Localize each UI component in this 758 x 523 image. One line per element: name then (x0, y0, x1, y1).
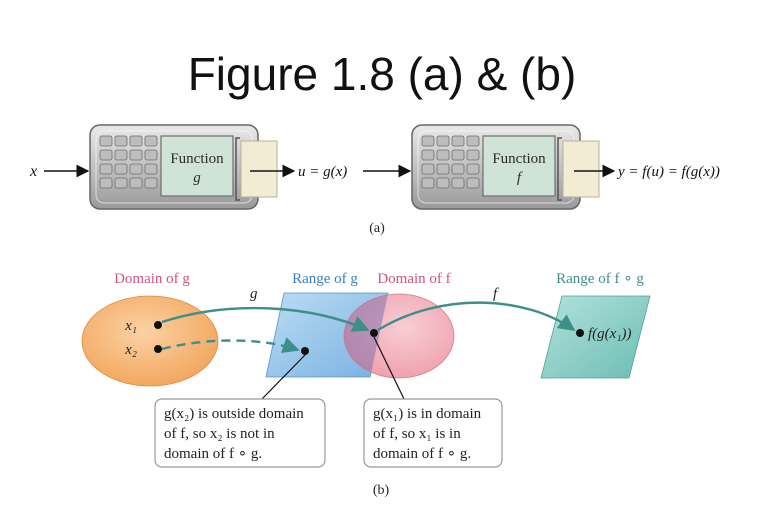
middle-label: u = g(x) (298, 164, 347, 180)
note-left-line2: of f, so x₂ is not in (164, 426, 275, 442)
keypad-f (421, 135, 480, 189)
range-g-label: Range of g (292, 271, 358, 287)
domain-g-region (81, 295, 219, 387)
note-right-line2: of f, so x₁ is in (373, 426, 461, 442)
machine-g-line1: Function (170, 151, 224, 167)
domain-f-label: Domain of f (377, 271, 450, 287)
arrow-f-label: f (493, 286, 499, 302)
g-x1-point (370, 329, 378, 337)
machine-g-line2: g (193, 170, 201, 186)
function-machine-g: Function g (89, 124, 278, 210)
input-x-label: x (29, 163, 37, 180)
caption-b: (b) (373, 483, 390, 498)
keypad-g (99, 135, 158, 189)
x1-point (154, 321, 162, 329)
note-left-box (154, 398, 326, 468)
caption-a: (a) (369, 221, 385, 236)
g-x2-point (301, 347, 309, 355)
output-paper-g (240, 140, 278, 198)
part-b: Domain of g Range of g Domain of f Range… (81, 271, 651, 498)
x1-label: x₁ (124, 318, 137, 334)
arrow-g-x2-dashed (161, 337, 300, 354)
output-paper-f (562, 140, 600, 198)
figure-title: Figure 1.8 (a) & (b) (188, 48, 577, 100)
arrow-f-gx1 (377, 301, 576, 332)
domain-g-label: Domain of g (114, 271, 190, 287)
overlap-region (344, 294, 388, 377)
note-right-line1: g(x₁) is in domain (373, 406, 482, 422)
note-left-line1: g(x₂) is outside domain (164, 406, 304, 422)
machine-f-line2: f (517, 170, 523, 186)
part-a: x Function g u = g(x) (29, 124, 720, 236)
range-fg-label: Range of f ∘ g (556, 271, 644, 287)
arrow-g-x1 (161, 306, 370, 332)
note-left-line3: domain of f ∘ g. (164, 446, 262, 462)
function-machine-f: Function f (411, 124, 600, 210)
machine-f-line1: Function (492, 151, 546, 167)
note-right-box (363, 398, 503, 468)
fgx1-label: f(g(x₁)) (588, 326, 632, 342)
fgx1-point (576, 329, 584, 337)
leader-left (261, 354, 306, 400)
leader-right (373, 336, 405, 400)
output-label: y = f(u) = f(g(x)) (616, 164, 720, 180)
x2-point (154, 345, 162, 353)
screen-g (160, 135, 234, 197)
screen-f (482, 135, 556, 197)
x2-label: x₂ (124, 342, 137, 358)
note-right-line3: domain of f ∘ g. (373, 446, 471, 462)
arrow-g-label: g (250, 286, 258, 302)
